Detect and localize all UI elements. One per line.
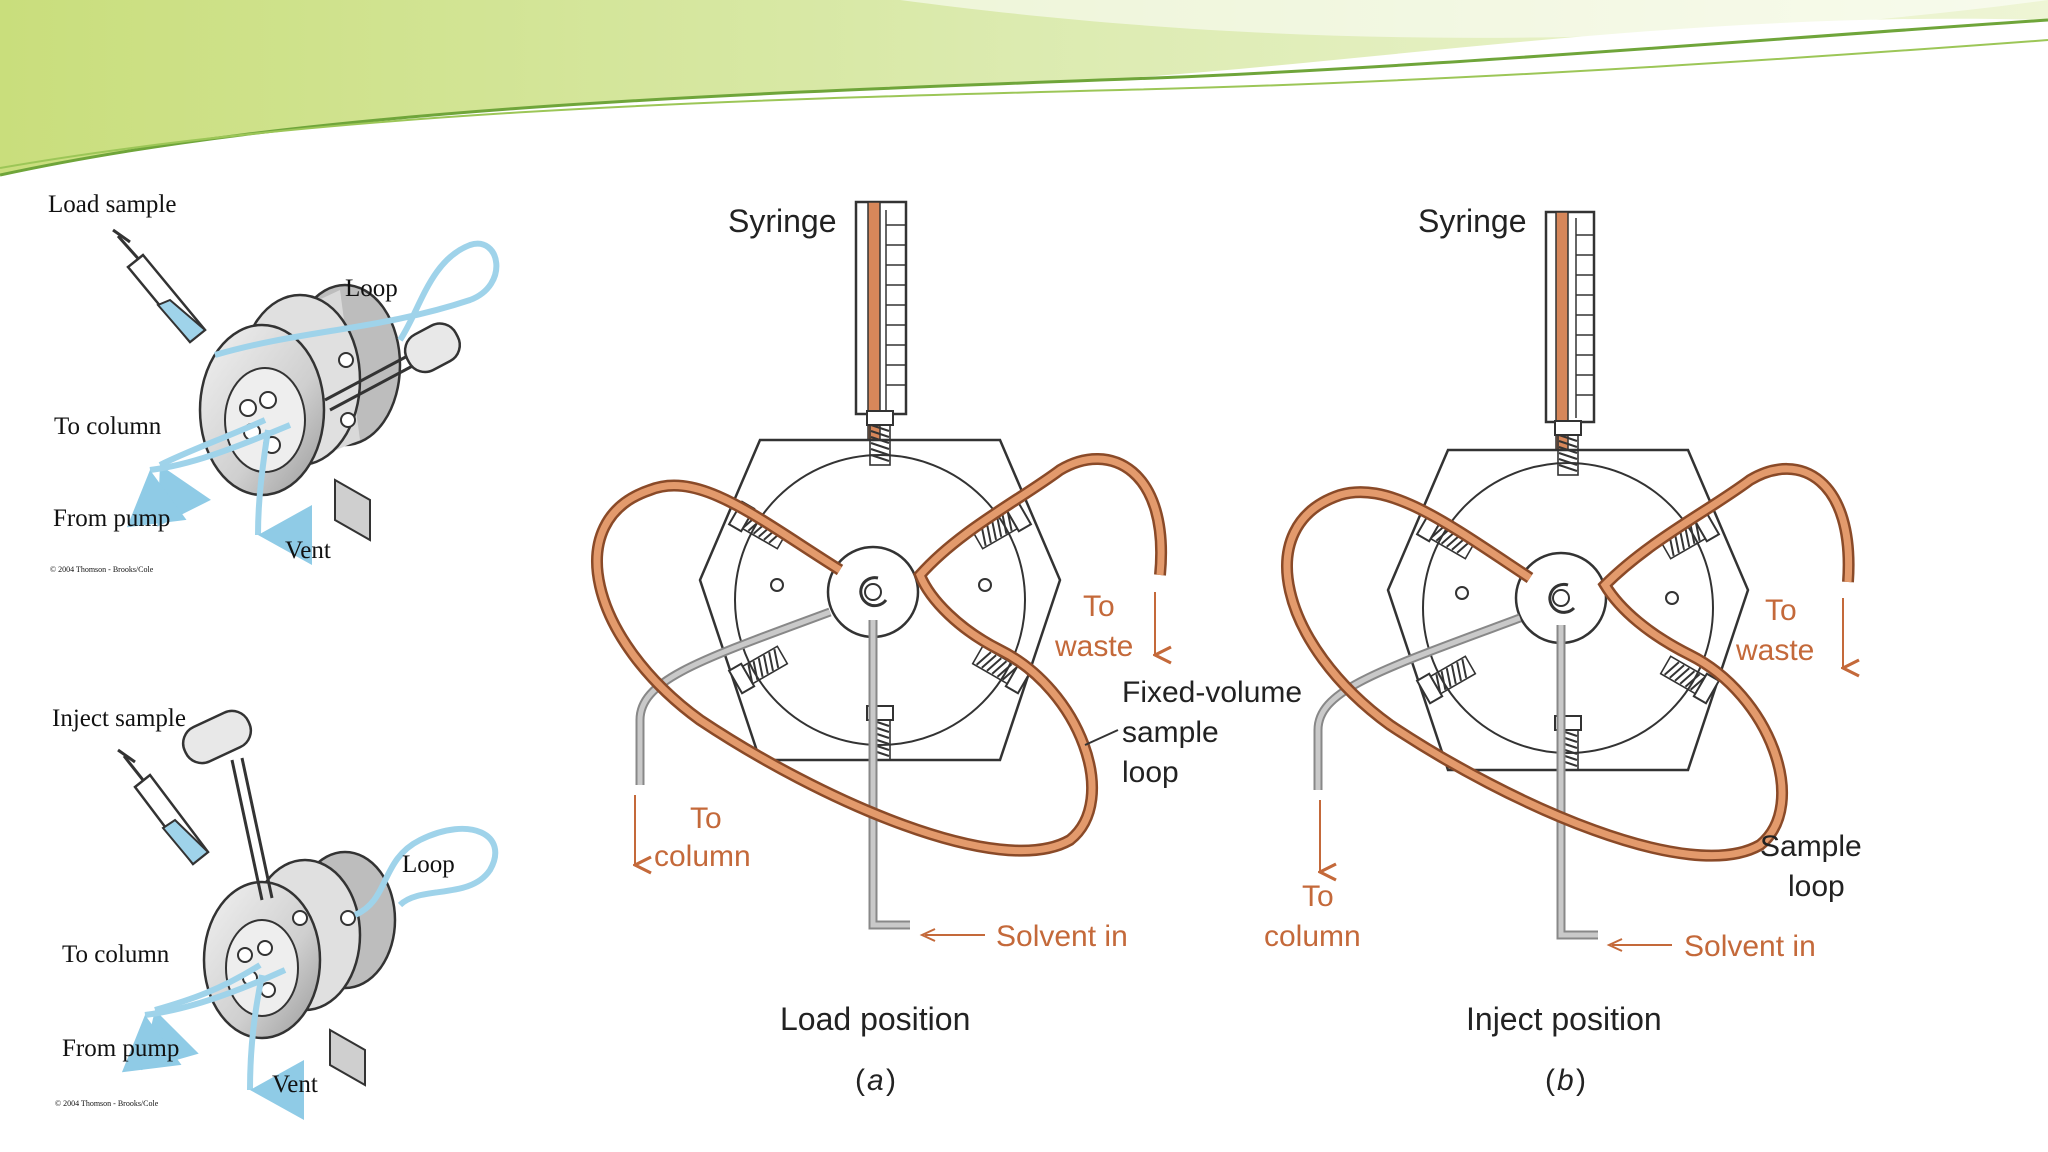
header-banner: [0, 0, 2048, 177]
to-waste-label: waste: [1054, 630, 1133, 663]
load-sample-panel: Load sample Loop To column From pump Ven…: [48, 191, 500, 574]
svg-text:): ): [886, 1064, 896, 1097]
vent-label: Vent: [285, 537, 331, 564]
sample-loop: [591, 452, 1168, 857]
copyright-credit: © 2004 Thomson - Brooks/Cole: [50, 565, 154, 574]
rotary-valve-body: [198, 283, 462, 542]
to-column-label: column: [1264, 920, 1361, 953]
from-pump-label: From pump: [62, 1035, 179, 1062]
to-waste-label: waste: [1735, 634, 1814, 667]
load-position-caption: Load position: [780, 1001, 970, 1037]
solvent-in-label: Solvent in: [1684, 930, 1816, 963]
vent-label: Vent: [272, 1071, 318, 1098]
valve-diagram-load-position: Syringe To waste Fixed-volume sample loo…: [591, 200, 1302, 1097]
load-sample-label: Load sample: [48, 191, 176, 218]
flow-path: [121, 825, 499, 1121]
inject-sample-panel: Inject sample Loop To column From pump V…: [52, 705, 499, 1121]
svg-text:(: (: [855, 1064, 865, 1097]
svg-text:a: a: [867, 1064, 884, 1097]
to-waste-label: To: [1083, 590, 1115, 623]
to-column-label: To column: [54, 413, 162, 440]
to-waste-label: To: [1765, 594, 1797, 627]
from-pump-label: From pump: [53, 505, 170, 532]
valve-diagram-inject-position: Syringe To waste Sample loop To column S…: [1264, 203, 1862, 1097]
copyright-credit: © 2004 Thomson - Brooks/Cole: [55, 1099, 159, 1108]
loop-label: loop: [1122, 756, 1179, 789]
to-column-label: To: [1302, 880, 1334, 913]
rotary-valve-body: [181, 709, 397, 1087]
to-column-label: To column: [62, 941, 170, 968]
syringe-label: Syringe: [1418, 203, 1527, 239]
flow-path: [126, 240, 500, 566]
to-column-label: column: [654, 840, 751, 873]
to-column-label: To: [690, 802, 722, 835]
loop-label: loop: [1788, 870, 1845, 903]
loop-label: Loop: [345, 275, 398, 302]
syringe-label: Syringe: [728, 203, 837, 239]
syringe-icon: [112, 228, 207, 344]
figure-letter-a: ( a ): [855, 1064, 896, 1097]
loop-label: Fixed-volume: [1122, 676, 1302, 709]
solvent-in-label: Solvent in: [996, 920, 1128, 953]
figure-letter-b: ( b ): [1545, 1064, 1586, 1097]
sample-loop: [1281, 463, 1855, 862]
loop-label: Loop: [402, 851, 455, 878]
svg-text:b: b: [1557, 1064, 1574, 1097]
inject-sample-label: Inject sample: [52, 705, 186, 732]
svg-text:): ): [1576, 1064, 1586, 1097]
inject-position-caption: Inject position: [1466, 1001, 1662, 1037]
loop-label: Sample: [1760, 830, 1862, 863]
loop-label: sample: [1122, 716, 1219, 749]
syringe-icon: [117, 748, 210, 866]
svg-text:(: (: [1545, 1064, 1555, 1097]
